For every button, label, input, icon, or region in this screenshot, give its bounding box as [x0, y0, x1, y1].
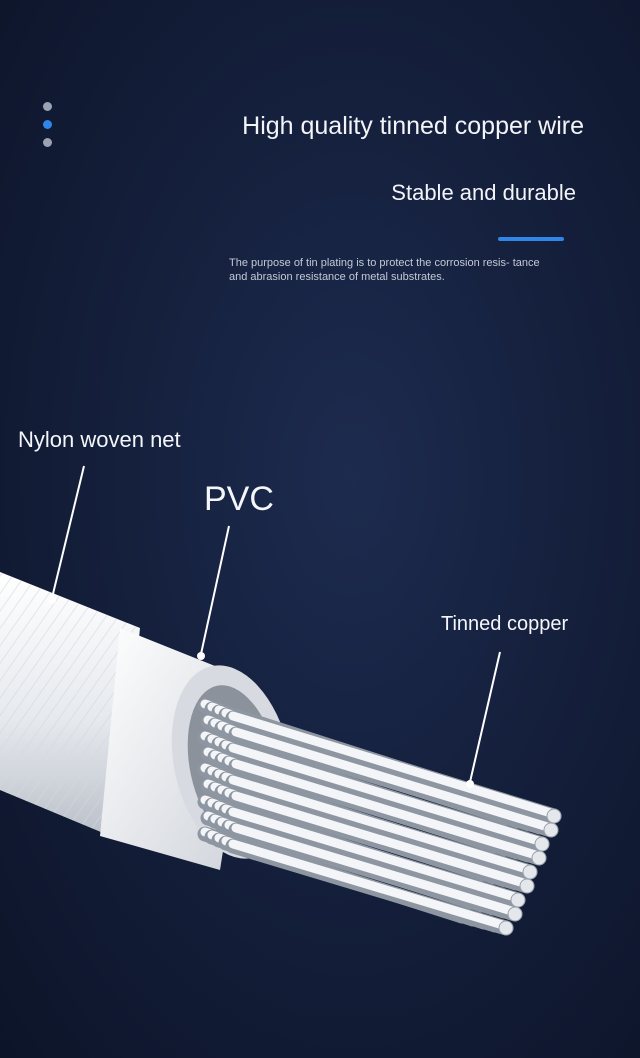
callout-line-nylon [51, 465, 85, 599]
copper-strand [231, 759, 544, 861]
pager-dots [43, 102, 53, 156]
accent-bar [498, 237, 564, 241]
copper-strand-end [522, 864, 538, 880]
callout-dot-copper [466, 780, 474, 788]
copper-strand-end [546, 808, 562, 824]
label-pvc: PVC [204, 480, 274, 518]
copper-strand-end [498, 920, 514, 936]
copper-strand-end [531, 850, 547, 866]
nylon-jacket [0, 572, 140, 840]
pager-dot-3[interactable] [43, 138, 52, 147]
copper-strand [231, 727, 556, 833]
copper-strand [228, 711, 559, 819]
callout-dot-pvc [197, 652, 205, 660]
copper-strand [228, 775, 535, 875]
callout-line-copper [469, 651, 501, 783]
copper-strands [197, 698, 562, 936]
copper-strand-end [519, 878, 535, 894]
copper-strand [231, 791, 532, 889]
label-tinned-copper: Tinned copper [441, 613, 569, 635]
callout-line-pvc [200, 525, 230, 655]
pager-dot-2-active[interactable] [43, 120, 52, 129]
copper-strand-end [507, 906, 523, 922]
copper-strand [228, 839, 511, 931]
description: The purpose of tin plating is to protect… [229, 257, 540, 283]
copper-strand [231, 823, 520, 917]
subheadline: Stable and durable [391, 180, 576, 205]
copper-strand-end [510, 892, 526, 908]
copper-strand-end [534, 836, 550, 852]
pager-dot-1[interactable] [43, 102, 52, 111]
callout-dot-nylon [48, 596, 56, 604]
headline: High quality tinned copper wire [242, 112, 584, 140]
copper-strand [228, 743, 547, 847]
label-nylon-woven-net: Nylon woven net [18, 427, 181, 452]
copper-strand-end [543, 822, 559, 838]
copper-strand [228, 807, 523, 903]
